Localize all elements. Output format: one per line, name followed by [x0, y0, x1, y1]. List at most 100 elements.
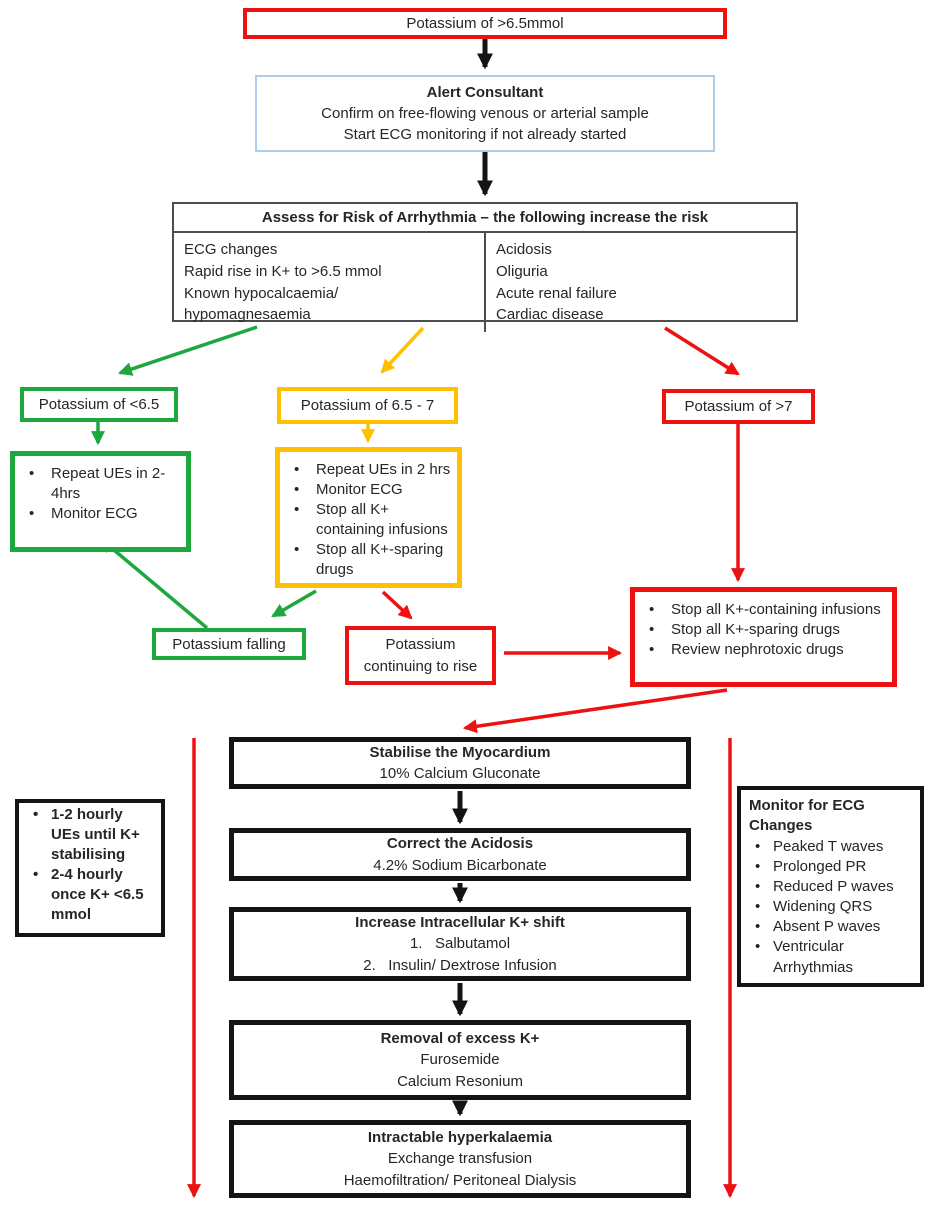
step-title: Removal of excess K+: [380, 1030, 540, 1048]
bullet-item: •Stop all K+-containing infusions: [645, 600, 886, 620]
arrow-assess-to-65to7: [380, 326, 425, 374]
bullet-text: Stop all K+ containing infusions: [316, 501, 448, 539]
bullet-text: Review nephrotoxic drugs: [671, 641, 844, 659]
bullet-text: Repeat UEs in 2-4hrs: [51, 465, 166, 503]
potassium-over-7-label: Potassium of >7: [662, 389, 815, 424]
rising-label: Potassium continuing to rise: [363, 636, 478, 675]
bullet-icon: •: [294, 461, 300, 478]
bullet-item: • Stop all K+-sparing drugs: [290, 540, 451, 580]
bullet-text: Monitor ECG: [316, 481, 403, 499]
step-intractable-hyperkalaemia: Intractable hyperkalaemia Exchange trans…: [229, 1120, 691, 1198]
text-line: 10% Calcium Gluconate: [379, 765, 541, 782]
bullet-text: Repeat UEs in 2 hrs: [316, 461, 451, 478]
note-list: • 1-2 hourly UEs until K+ stabilising•2-4…: [19, 803, 161, 934]
step-lines: 4.2% Sodium Bicarbonate: [234, 855, 686, 876]
bullet-icon: •: [33, 866, 39, 884]
bullet-icon: •: [294, 501, 300, 519]
text-line: ECG changes: [184, 241, 278, 258]
text-line: 2. Insulin/ Dextrose Infusion: [363, 956, 557, 974]
ecg-changes-note: Monitor for ECG Changes •Peaked T waves•…: [737, 786, 924, 987]
bullet-icon: •: [755, 878, 761, 896]
bullet-icon: •: [29, 505, 35, 523]
bullet-icon: •: [33, 806, 39, 823]
branch-label: Potassium of <6.5: [38, 396, 160, 413]
bullet-item: • Repeat UEs in 2 hrs: [290, 460, 451, 480]
step-increase-intracellular-shift: Increase Intracellular K+ shift 1. Salbu…: [229, 907, 691, 981]
step-title: Increase Intracellular K+ shift: [355, 914, 565, 932]
potassium-6-5-to-7-label: Potassium of 6.5 - 7: [277, 387, 458, 424]
potassium-rising-box: Potassium continuing to rise: [345, 626, 496, 685]
bullet-icon: •: [294, 541, 300, 559]
potassium-under-6-5-actions: • Repeat UEs in 2-4hrs • Monitor ECG: [10, 451, 191, 552]
bullet-text: Monitor ECG: [51, 505, 138, 523]
bullet-icon: •: [755, 858, 761, 876]
arrow-assess-to-under65: [118, 325, 258, 376]
text-line: Oliguria: [496, 262, 548, 280]
bullet-item: • Monitor ECG: [25, 504, 180, 524]
bullet-text: Stop all K+-sparing drugs: [316, 541, 444, 579]
bullet-icon: •: [649, 601, 655, 618]
bullet-item: •Absent P waves: [751, 917, 914, 937]
alert-consultant-box: Alert Consultant Confirm on free-flowing…: [255, 75, 715, 152]
text-line: Confirm on free-flowing venous or arteri…: [321, 104, 649, 122]
assess-risk-box: Assess for Risk of Arrhythmia – the foll…: [172, 202, 798, 332]
text-line: Haemofiltration/ Peritoneal Dialysis: [343, 1171, 577, 1189]
text-line: Acute renal failure: [496, 284, 617, 302]
bullet-item: • Monitor ECG: [290, 480, 451, 500]
bullet-icon: •: [649, 641, 655, 659]
step-title: Correct the Acidosis: [386, 835, 534, 853]
alert-title: Alert Consultant: [426, 83, 544, 101]
text-line: 4.2% Sodium Bicarbonate: [373, 856, 547, 874]
text-line: Calcium Resonium: [397, 1072, 523, 1090]
bullet-icon: •: [755, 838, 761, 855]
step-stabilise-myocardium: Stabilise the Myocardium 10% Calcium Glu…: [229, 737, 691, 789]
bullet-item: •Stop all K+-sparing drugs: [645, 620, 886, 640]
text-line: hypomagnesaemia: [184, 306, 311, 324]
alert-lines: Confirm on free-flowing venous or arteri…: [257, 103, 713, 146]
bullet-item: •2-4 hourly once K+ <6.5 mmol: [29, 865, 155, 925]
ue-monitoring-note: • 1-2 hourly UEs until K+ stabilising•2-4…: [15, 799, 165, 937]
bullet-item: •Peaked T waves: [751, 837, 914, 857]
potassium-under-6-5-label: Potassium of <6.5: [20, 387, 178, 422]
actions-list: • Repeat UEs in 2-4hrs • Monitor ECG: [15, 456, 186, 532]
bullet-icon: •: [294, 481, 300, 499]
text-line: Start ECG monitoring if not already star…: [343, 126, 627, 144]
step-lines: 1. Salbutamol 2. Insulin/ Dextrose Infusi…: [234, 933, 686, 976]
bullet-text: Reduced P waves: [773, 878, 894, 896]
arrow-redbox-to-treatment: [462, 688, 728, 734]
arrow-falling-to-greenbox: [100, 538, 209, 630]
step-correct-acidosis: Correct the Acidosis 4.2% Sodium Bicarbo…: [229, 828, 691, 881]
text-line: Furosemide: [420, 1051, 500, 1069]
bullet-item: • 1-2 hourly UEs until K+ stabilising: [29, 805, 155, 865]
bullet-icon: •: [755, 938, 761, 956]
step-title: Intractable hyperkalaemia: [367, 1129, 553, 1147]
bullet-text: 1-2 hourly UEs until K+ stabilising: [51, 806, 140, 864]
bullet-icon: •: [29, 465, 35, 482]
branch-label: Potassium of >7: [684, 398, 793, 415]
bullet-item: • Stop all K+ containing infusions: [290, 500, 451, 540]
bullet-item: • Prolonged PR: [751, 857, 914, 877]
bullet-item: •Widening QRS: [751, 897, 914, 917]
actions-list: •Stop all K+-containing infusions•Stop a…: [635, 592, 892, 668]
falling-label: Potassium falling: [172, 635, 286, 653]
arrow-yellowbox-to-falling: [271, 589, 317, 618]
arrow-assess-to-over7: [664, 326, 740, 376]
text-line: Rapid rise in K+ to >6.5 mmol: [184, 262, 382, 280]
bullet-icon: •: [755, 918, 761, 936]
start-label: Potassium of >6.5mmol: [406, 15, 564, 32]
note-title: Monitor for ECG Changes: [749, 797, 865, 834]
arrow-yellowbox-to-rising: [381, 590, 413, 620]
text-line: Exchange transfusion: [387, 1150, 533, 1168]
step-lines: 10% Calcium Gluconate: [234, 763, 686, 784]
step-title: Stabilise the Myocardium: [369, 743, 551, 761]
bullet-text: Prolonged PR: [773, 858, 867, 876]
branch-label: Potassium of 6.5 - 7: [300, 397, 435, 414]
text-line: Cardiac disease: [496, 306, 604, 324]
text-line: 1. Salbutamol: [409, 935, 511, 953]
